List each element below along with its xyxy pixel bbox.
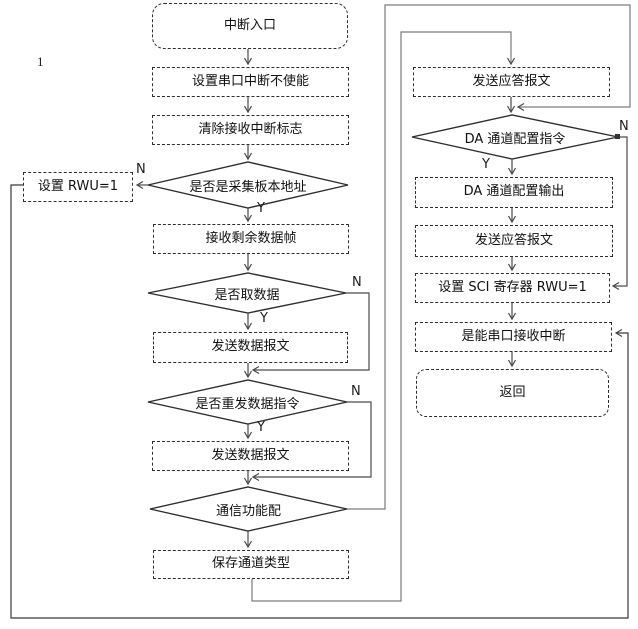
node-label: 发送数据报文 <box>211 447 290 463</box>
node-label: 设置 RWU=1 <box>37 178 119 194</box>
arrow-resendcheck-no <box>251 401 372 482</box>
node-label: 返回 <box>499 384 526 400</box>
process-send-ack-message-2: 发送应答报文 <box>415 225 613 257</box>
node-label: 中断入口 <box>223 17 276 33</box>
decision-shape-da-cmd <box>411 114 619 160</box>
node-label: 发送应答报文 <box>472 73 551 89</box>
junction-dot <box>615 134 620 139</box>
node-label: 是能串口接收中断 <box>461 328 566 344</box>
process-set-sci-rwu: 设置 SCI 寄存器 RWU=1 <box>415 273 610 303</box>
process-da-config-output: DA 通道配置输出 <box>415 177 613 208</box>
node-label: 设置串口中断不使能 <box>191 73 309 89</box>
figure-number: 1 <box>37 54 44 69</box>
process-set-rwu: 设置 RWU=1 <box>23 172 133 202</box>
node-label: 接收剩余数据帧 <box>205 230 297 246</box>
branch-label-yes-fetch-data: Y <box>260 311 268 326</box>
node-label: 清除接收中断标志 <box>198 121 303 137</box>
process-send-data-message-1: 发送数据报文 <box>153 332 348 363</box>
process-enable-rx-interrupt: 是能串口接收中断 <box>415 322 612 352</box>
process-save-channel-type: 保存通道类型 <box>153 550 349 579</box>
branch-label-no-resend: N <box>351 384 361 399</box>
process-send-data-message-2: 发送数据报文 <box>152 441 349 471</box>
branch-label-no-fetch-data: N <box>352 275 362 290</box>
decision-shape-resend-cmd <box>147 379 348 425</box>
branch-label-yes-da-cmd: Y <box>482 157 490 172</box>
node-label: 保存通道类型 <box>211 556 290 572</box>
decision-shape-comm-config <box>149 486 348 532</box>
decision-shape-address-check <box>147 161 349 209</box>
terminal-interrupt-entry: 中断入口 <box>152 3 348 49</box>
terminal-return: 返回 <box>416 369 609 417</box>
node-label: 发送应答报文 <box>474 232 553 248</box>
process-clear-rx-flag: 清除接收中断标志 <box>152 115 349 145</box>
node-label: 设置 SCI 寄存器 RWU=1 <box>438 279 587 295</box>
process-send-ack-message-1: 发送应答报文 <box>413 67 610 97</box>
branch-label-no-da-cmd: N <box>619 119 629 134</box>
node-label: 发送数据报文 <box>211 339 290 355</box>
arrow-fetchcheck-no <box>251 292 370 375</box>
wire-savechannel-to-sendack1 <box>251 31 516 602</box>
wire-commconfig-to-dacheck-junction <box>347 4 631 510</box>
branch-label-yes-resend: Y <box>257 420 265 435</box>
decision-shape-fetch-data <box>147 272 347 314</box>
branch-label-yes-address-check: Y <box>257 201 265 216</box>
process-disable-uart-interrupt: 设置串口中断不使能 <box>152 67 349 97</box>
branch-label-no-address-check: N <box>136 162 146 177</box>
process-receive-remaining-frames: 接收剩余数据帧 <box>153 224 349 254</box>
node-label: DA 通道配置输出 <box>463 184 565 200</box>
wire-setrwu-to-enablerx <box>10 184 629 619</box>
arrow-dacheck-no <box>611 136 628 291</box>
